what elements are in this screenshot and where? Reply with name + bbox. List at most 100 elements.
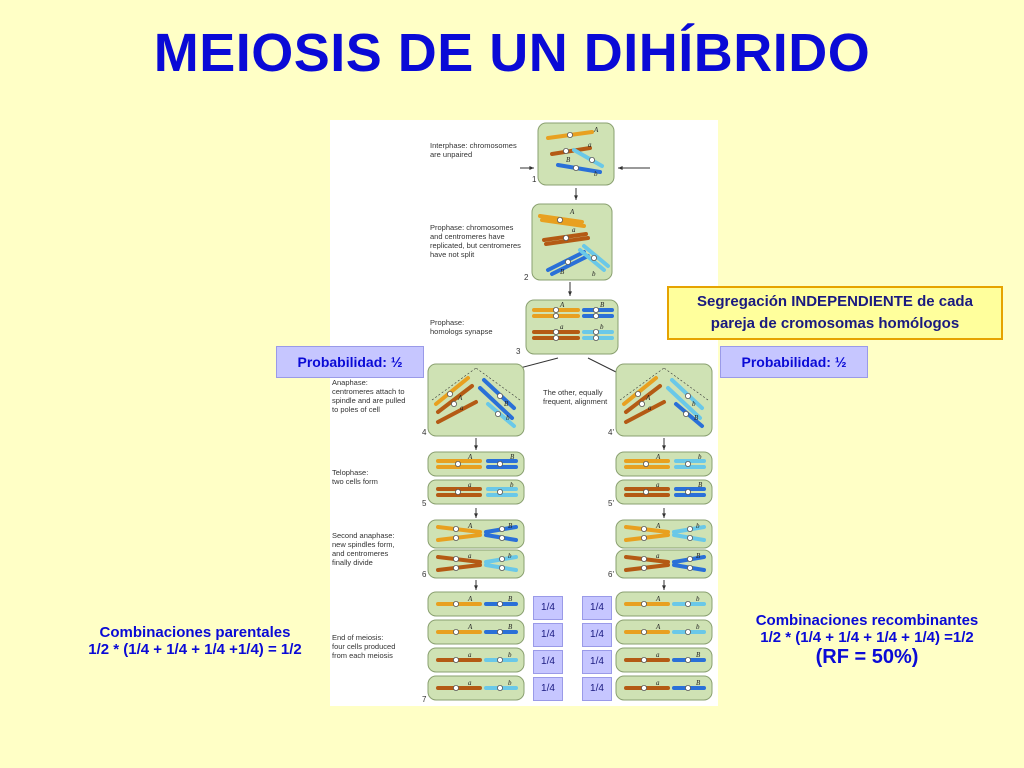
recombination-frequency: (RF = 50%) [815,646,919,668]
stage-label: replicated, but centromeres [430,241,521,250]
cell-stage-5 [427,479,525,505]
stage-label: are unpaired [430,150,472,159]
probability-left-box: Probabilidad: ½ [276,346,424,378]
gene-label: a [656,552,660,560]
stage-label: and centromeres have [430,232,505,241]
gene-label: a [468,679,472,687]
centromere [640,657,647,664]
centromere [684,600,691,607]
chromosome-left [624,555,670,564]
gene-label: A [655,453,661,461]
cell-stage-5 [427,451,525,477]
segregation-line1: Segregación INDEPENDIENTE de cada [697,293,973,310]
chromosome-A [540,218,586,228]
centromere [686,534,693,541]
stage-label: have not split [430,250,475,259]
gene-label: b [696,623,700,631]
centromere [642,488,649,495]
centromere [562,235,569,242]
chromosome-left [624,533,670,542]
gene-label: a [460,404,464,412]
centromere [684,628,691,635]
centromere [496,392,503,399]
gene-label: a [648,404,652,412]
centromere [552,306,559,313]
centromere [684,488,691,495]
segregation-box: Segregación INDEPENDIENTE de cada pareja… [667,286,1003,340]
centromere [447,390,454,397]
gene-label: B [504,400,509,408]
gene-label: b [508,679,512,687]
spindle-fiber [475,367,521,401]
gene-label: b [594,170,598,178]
centromere [588,157,595,164]
gene-label: b [508,651,512,659]
chromosome-left [436,525,482,534]
chromosome-a [544,236,590,246]
centromere [592,334,599,341]
centromere [496,460,503,467]
gene-label: b [508,552,512,560]
centromere [564,258,571,265]
stage-label: Telophase: [332,468,368,477]
centromere [455,488,462,495]
centromere [640,564,647,571]
stage-label: centromeres attach to [332,387,405,396]
arrow-4p-5p-head [662,445,666,450]
centromere [686,564,693,571]
stage-number: 6' [608,570,614,579]
chromosome-right [478,386,514,420]
centromere [686,555,693,562]
centromere [556,217,563,224]
gene-label: a [560,323,564,331]
stage-label: from each meiosis [332,651,393,660]
centromere [552,312,559,319]
centromere [552,334,559,341]
gene-label: B [698,481,703,489]
gene-label: A [559,301,565,309]
centromere [453,534,460,541]
gene-label: b [698,453,702,461]
centromere [592,312,599,319]
centromere [498,555,505,562]
gamete-fraction: 1/4 [533,623,563,647]
chromosome-A [622,376,658,406]
gene-label: b [506,414,510,422]
chromosome-a [436,384,474,414]
gene-label: A [655,522,661,530]
chromosome-a [624,384,662,414]
gene-label: B [696,651,701,659]
centromere [682,410,689,417]
centromere [566,131,573,138]
gene-label: b [592,270,596,278]
centromere [498,534,505,541]
centromere [640,555,647,562]
gene-label: B [508,595,513,603]
gene-label: A [655,623,661,631]
centromere [496,657,503,664]
cell-stage-5-prime [615,451,713,477]
chromosome-b [572,148,604,168]
stage-number: 6 [422,570,427,579]
gene-label: A [467,453,473,461]
gene-label: a [588,141,592,149]
spindle-fiber [663,367,709,401]
gamete-fraction: 1/4 [582,623,612,647]
chromosome-a [436,400,478,424]
gene-label: B [696,552,701,560]
centromere [642,460,649,467]
centromere [684,685,691,692]
gene-label: a [656,679,660,687]
gene-label: a [656,481,660,489]
parental-combinations: Combinaciones parentales 1/2 * (1/4 + 1/… [50,624,340,658]
recombinant-label: Combinaciones recombinantes [755,612,979,629]
chromosome-B [556,163,602,174]
gene-label: a [468,552,472,560]
stage-label: frequent, alignment [543,397,608,406]
centromere [640,525,647,532]
chromosome-left [624,563,670,572]
gene-label: b [692,400,696,408]
gamete-fraction: 1/4 [582,596,612,620]
spindle-fiber [431,367,477,401]
